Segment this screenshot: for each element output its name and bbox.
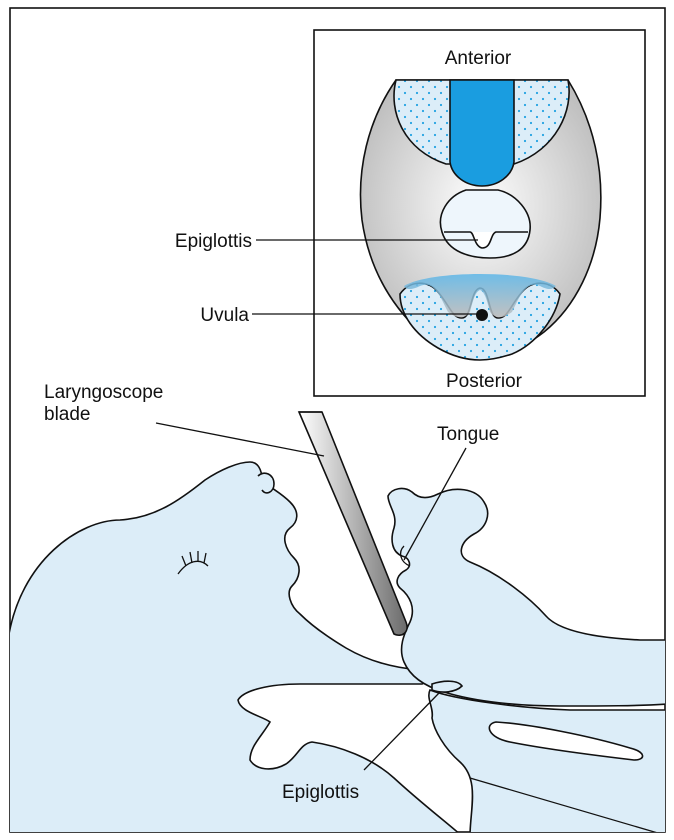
label-posterior: Posterior [446, 371, 523, 392]
label-bottom-epiglottis: Epiglottis [282, 782, 359, 803]
label-inset-epiglottis: Epiglottis [175, 231, 252, 252]
label-anterior: Anterior [445, 48, 512, 69]
label-tongue: Tongue [437, 424, 499, 445]
label-blade-line-2: blade [44, 404, 91, 425]
label-blade-line-1: Laryngoscope [44, 382, 163, 403]
label-inset-uvula: Uvula [200, 305, 249, 326]
inset-uvula-dot [476, 309, 488, 321]
inset-blade-tip [450, 80, 514, 186]
